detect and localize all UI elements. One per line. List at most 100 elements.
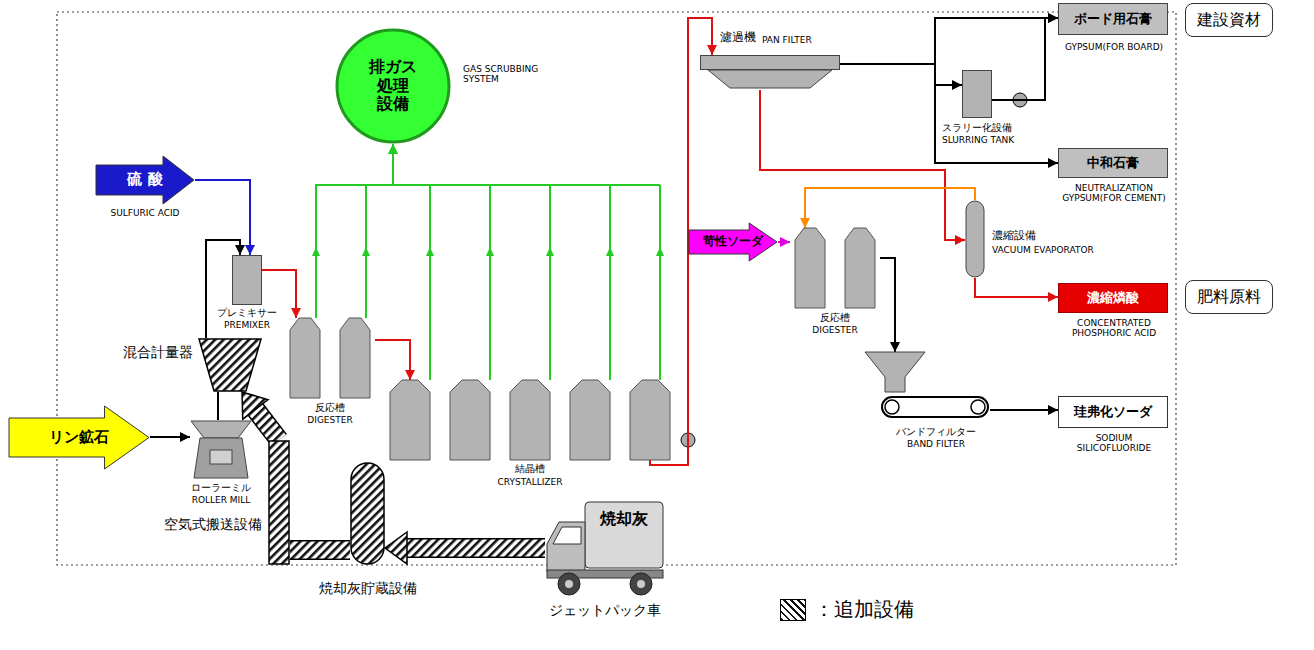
node-text: 排ガス 処理 設備 (362, 58, 424, 113)
conveyor-outline (290, 540, 350, 560)
band-filter: バンドフィルターBAND FILTER (862, 352, 990, 422)
node-label: 濾過機 (720, 31, 762, 45)
flow-line (840, 64, 1058, 163)
scrubber-circle: 排ガス 処理 設備GAS SCRUBBING SYSTEM (335, 28, 451, 144)
node-label: ジェットパック車 (525, 602, 685, 618)
flow-path (840, 18, 1058, 64)
node-label: DIGESTER (285, 415, 375, 425)
node-label: SODIUM SILICOFLUORIDE (1059, 433, 1169, 454)
node-label: PREMIXER (210, 320, 284, 330)
conveyor-outline (255, 409, 279, 440)
flow-line (150, 437, 190, 438)
tank-outlet (650, 460, 675, 465)
node-label: NEUTRALIZATION GYPSUM(FOR CEMENT) (1059, 183, 1169, 204)
flow-path (150, 436, 190, 438)
conveyor-body (290, 542, 350, 559)
pan-filter-outline (700, 55, 840, 90)
product-box: 中和石膏NEUTRALIZATION GYPSUM(FOR CEMENT) (1058, 148, 1168, 178)
pan-filter: 濾過機PAN FILTER (700, 55, 840, 90)
node-label: BAND FILTER (876, 439, 996, 449)
use-box: 建設資材 (1185, 3, 1273, 37)
node-text: 肥料原料 (1197, 288, 1261, 306)
slurrying-tank: スラリー化設備SLURRING TANK (962, 70, 992, 118)
flow-line (992, 18, 1058, 100)
node-text: 濃縮燐酸 (1087, 291, 1139, 306)
flow-line (840, 18, 1058, 64)
evaporator-outline (965, 200, 985, 278)
node-label: 濃縮設備 (992, 230, 1062, 243)
node-text: ボード用石膏 (1074, 12, 1152, 27)
legend-item: ：追加設備 (780, 598, 914, 621)
pneumatic-conveyor: 空気式搬送設備 (268, 440, 290, 565)
digester-tanks-outline (285, 318, 375, 430)
conveyor-body (407, 540, 545, 557)
jet-pack-truck: 焼却灰ジェットパック車 (545, 500, 665, 598)
flow-path (393, 144, 430, 380)
flow-path (778, 241, 790, 243)
node-label: PAN FILTER (762, 35, 842, 45)
product-box: 濃縮燐酸CONCENTRATED PHOSPHORIC ACID (1058, 283, 1168, 313)
node-label: DIGESTER (790, 325, 880, 335)
conveyor-head (385, 532, 407, 564)
product-box: ボード用石膏GYPSUM(FOR BOARD) (1058, 3, 1168, 35)
band-filter-outline (862, 352, 990, 422)
node-label: バンドフィルター (876, 426, 996, 438)
flow-path (840, 64, 962, 85)
flow-path (195, 180, 250, 255)
input-arrow: 硫酸SULFURIC ACID (95, 155, 195, 205)
digester-tanks: 反応槽DIGESTER (285, 318, 375, 430)
ash-silo: 焼却灰貯蔵設備 (350, 462, 385, 565)
use-box: 肥料原料 (1185, 280, 1273, 314)
node-label: 結晶槽 (480, 463, 580, 475)
crystallizer-tanks-outline (385, 380, 675, 492)
crystallizer-tanks: 結晶槽 CRYSTALLIZER (385, 380, 675, 492)
flow-path (375, 340, 410, 380)
input-arrow: リン鉱石 (8, 405, 150, 470)
flow-line (880, 258, 895, 352)
node-label: 焼却灰貯蔵設備 (295, 580, 440, 596)
ash-silo-outline (350, 462, 385, 565)
flow-line (195, 180, 250, 255)
legend-swatch (780, 599, 806, 621)
flow-line (218, 392, 219, 420)
flow-path (975, 278, 1058, 297)
node-label: スラリー化設備 (942, 122, 1032, 134)
node-label: GAS SCRUBBING SYSTEM (463, 64, 563, 85)
roller-mill: ローラーミルROLLER MILL (190, 420, 252, 480)
node-text: 中和石膏 (1087, 156, 1139, 171)
conveyor-arrow (385, 532, 545, 564)
node-label: SULFURIC ACID (95, 208, 195, 218)
flow-line (840, 64, 962, 85)
mixing-meter: 混合計量器 (198, 338, 262, 392)
node-label: 反応槽 (285, 402, 375, 414)
node-label: ROLLER MILL (178, 495, 264, 505)
pneumatic-conveyor-outline (268, 440, 290, 565)
conveyor-arrow (242, 392, 279, 440)
flow-line (375, 340, 410, 380)
conveyor-body (255, 409, 279, 440)
legend-text: ：追加設備 (814, 598, 914, 621)
conveyor-arrow (290, 550, 350, 551)
flow-line (316, 144, 393, 318)
flow-path (992, 18, 1058, 100)
node-text: リン鉱石 (49, 429, 109, 446)
flow-line (975, 278, 1058, 297)
flow-line (393, 144, 430, 380)
node-label: GYPSUM(FOR BOARD) (1059, 42, 1169, 52)
flow-path (880, 258, 895, 352)
legend: ：追加設備 (780, 598, 914, 621)
node-label: VACUUM EVAPORATOR (992, 245, 1102, 255)
gas-flow-arrows (312, 247, 664, 256)
flow-path (990, 409, 1058, 411)
conveyor-outline (407, 538, 545, 558)
flow-path (217, 392, 219, 420)
slurrying-tank-outline (962, 70, 992, 118)
node-label: CRYSTALLIZER (480, 477, 580, 487)
conveyor-head (242, 392, 268, 419)
mixing-meter-outline (198, 338, 262, 392)
node-text: 建設資材 (1197, 11, 1261, 29)
node-label: CONCENTRATED PHOSPHORIC ACID (1059, 318, 1169, 339)
flow-path (805, 188, 975, 228)
product-box: 珪弗化ソーダSODIUM SILICOFLUORIDE (1058, 396, 1168, 428)
node-label: 混合計量器 (83, 344, 193, 360)
